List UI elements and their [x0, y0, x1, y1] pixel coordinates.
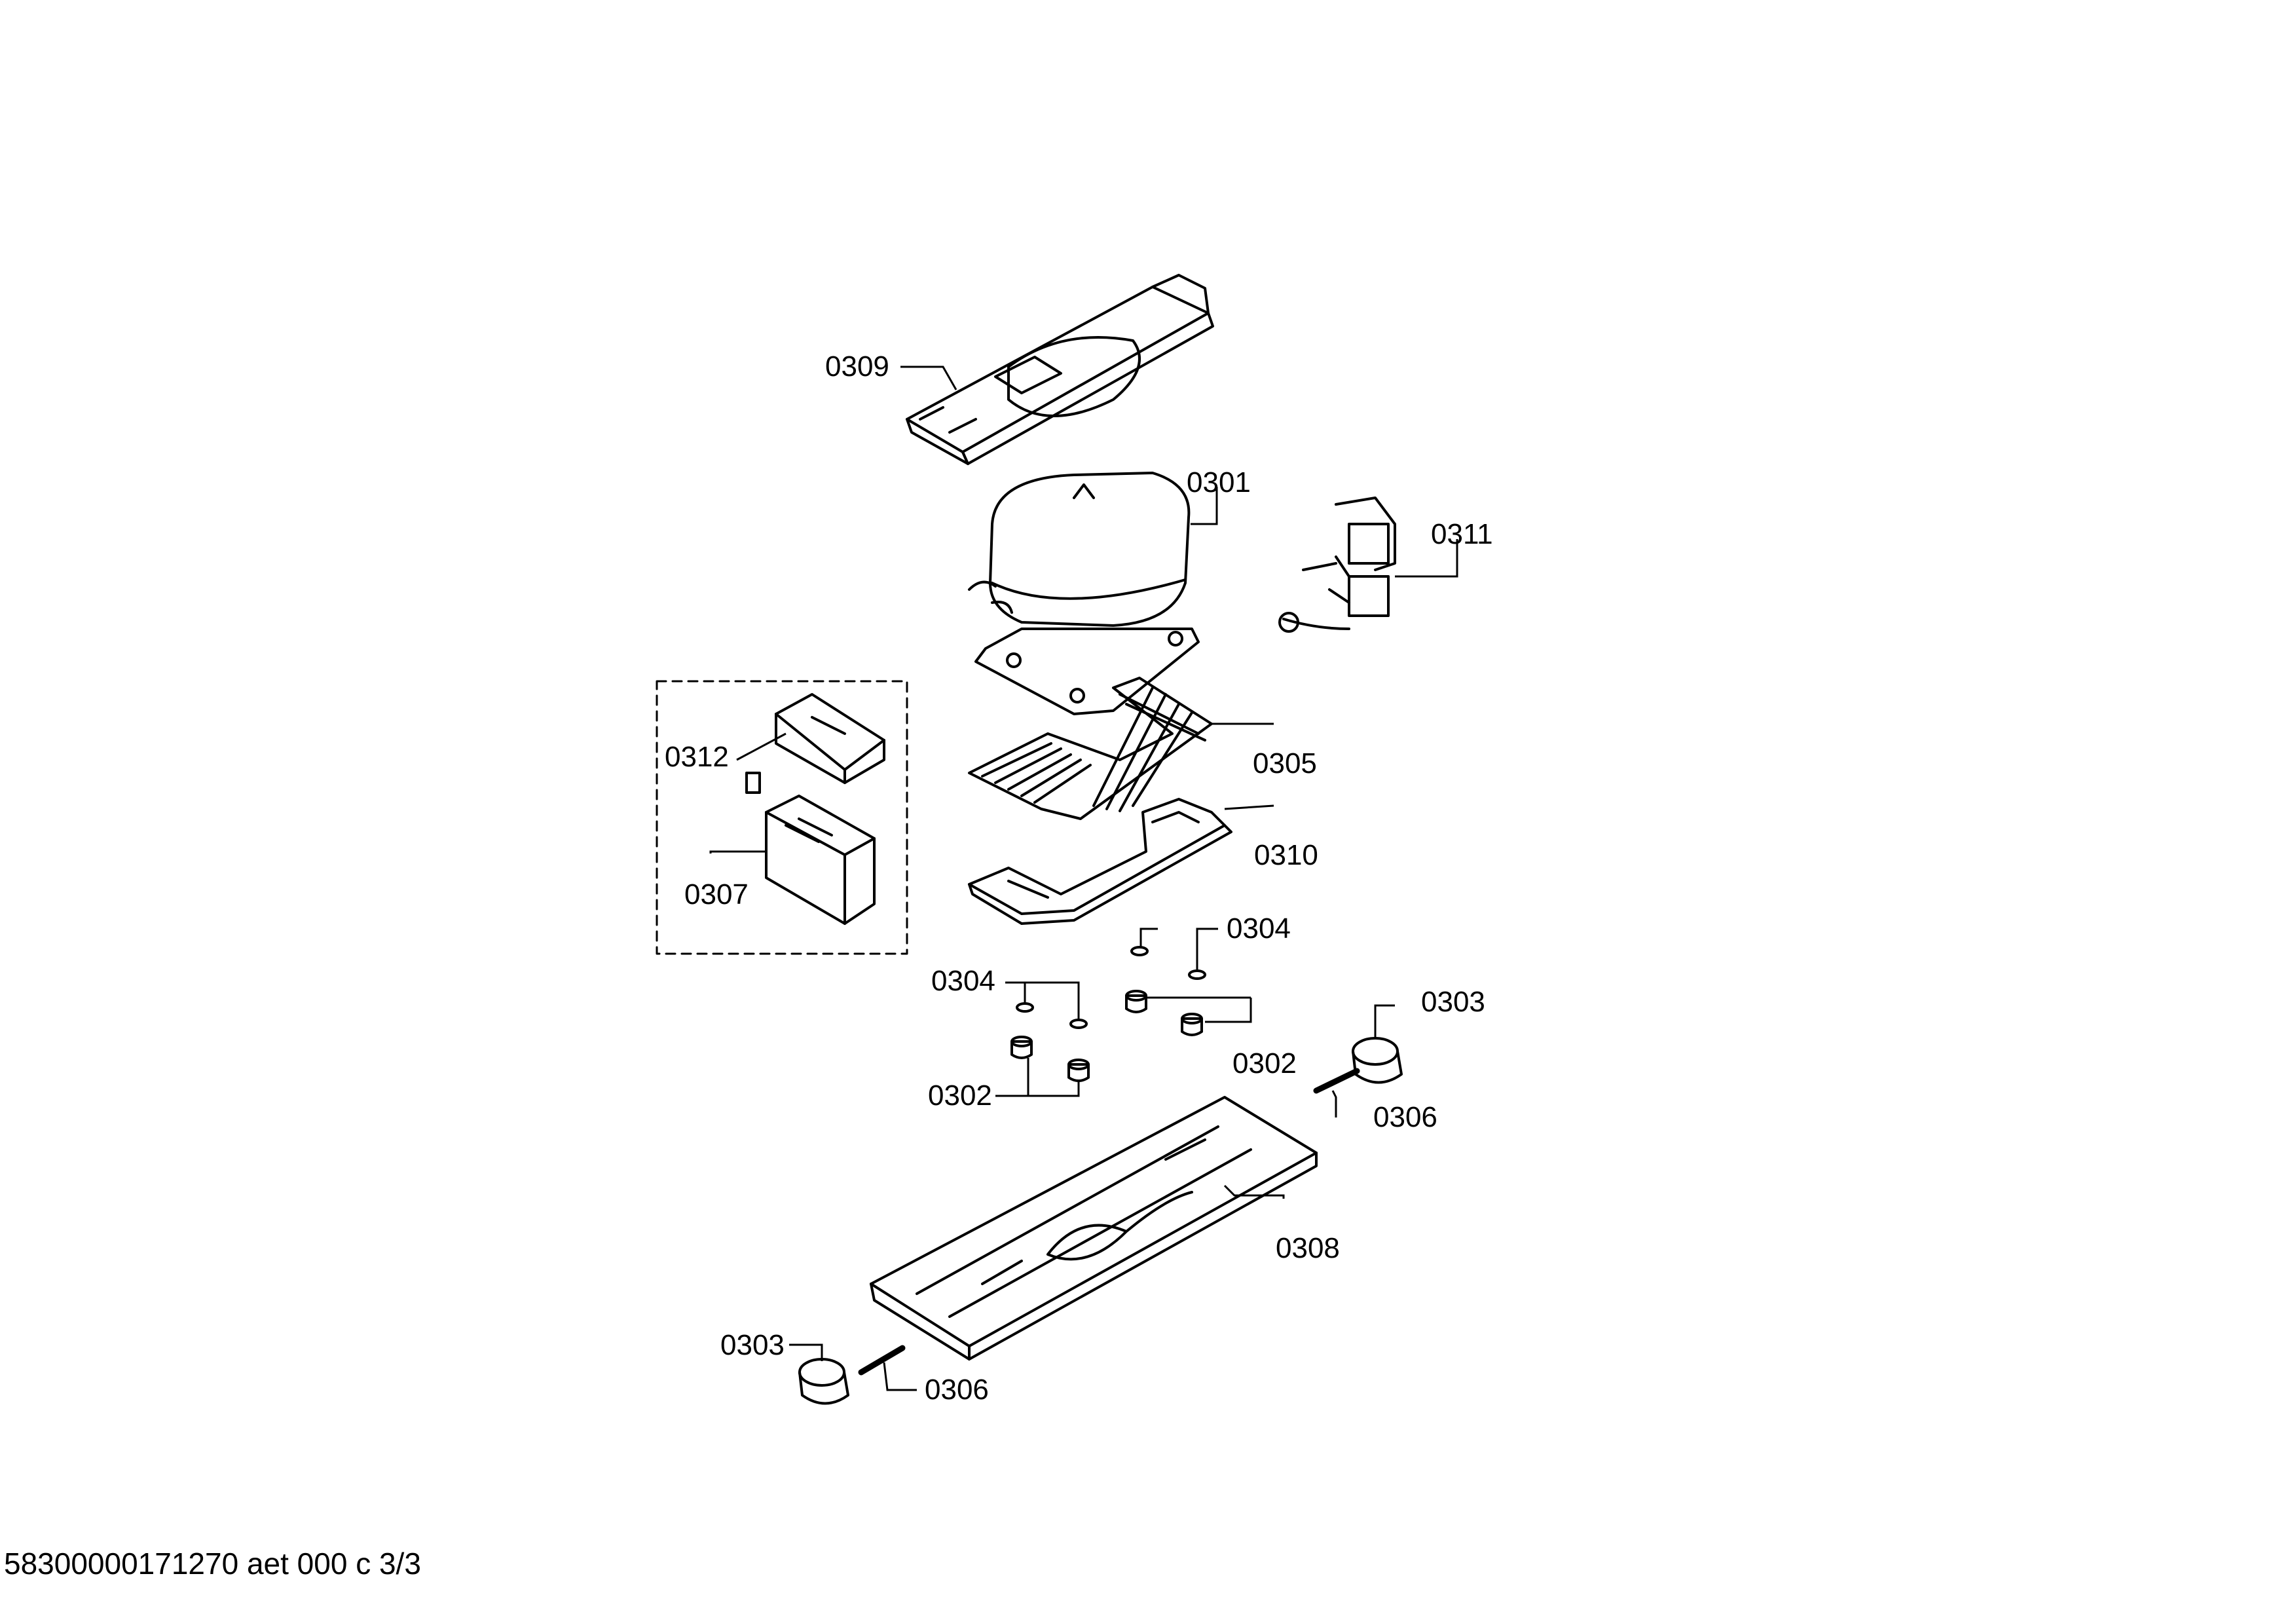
label-0303-right: 0303	[1421, 986, 1485, 1018]
label-0306-right: 0306	[1373, 1101, 1437, 1133]
label-0311: 0311	[1431, 518, 1493, 550]
part-0310-drip-tray	[968, 798, 1232, 925]
label-0310: 0310	[1254, 839, 1318, 871]
label-0303-left: 0303	[720, 1329, 785, 1361]
document-id: 58300000171270 aet 000 c 3/3	[4, 1547, 421, 1581]
part-0307-electronic-module	[745, 772, 876, 925]
part-0305-grid-mat	[968, 677, 1213, 820]
part-0301-compressor	[968, 472, 1200, 715]
part-0306-pin-right	[1313, 1068, 1360, 1094]
label-0302-right: 0302	[1232, 1047, 1297, 1079]
label-0304-right: 0304	[1227, 912, 1291, 945]
label-0305: 0305	[1253, 747, 1317, 779]
electronics-dashed-frame	[656, 680, 908, 955]
label-0302-left: 0302	[928, 1079, 992, 1112]
part-0312-electronics-cover	[775, 693, 885, 784]
label-0312: 0312	[665, 741, 729, 773]
label-0306-left: 0306	[925, 1374, 989, 1406]
part-0306-pin-left	[858, 1345, 906, 1376]
part-0303-foot-right	[1352, 1037, 1403, 1084]
parts-0304-0302-grommets	[1010, 946, 1206, 1082]
label-0301: 0301	[1187, 466, 1251, 498]
label-0307: 0307	[684, 878, 749, 910]
label-0308: 0308	[1276, 1232, 1340, 1264]
label-0304-left: 0304	[931, 965, 995, 997]
part-0308-base-plate	[870, 1096, 1318, 1361]
label-0309: 0309	[825, 350, 889, 383]
part-0309-top-cover	[906, 274, 1214, 465]
part-0311-starter-relay	[1278, 497, 1396, 633]
part-labels: 0309 0301 0311 0312 0305 0310 0307 0304 …	[665, 350, 1493, 1406]
part-0303-foot-left	[798, 1358, 849, 1405]
leader-lines	[709, 366, 1458, 1391]
